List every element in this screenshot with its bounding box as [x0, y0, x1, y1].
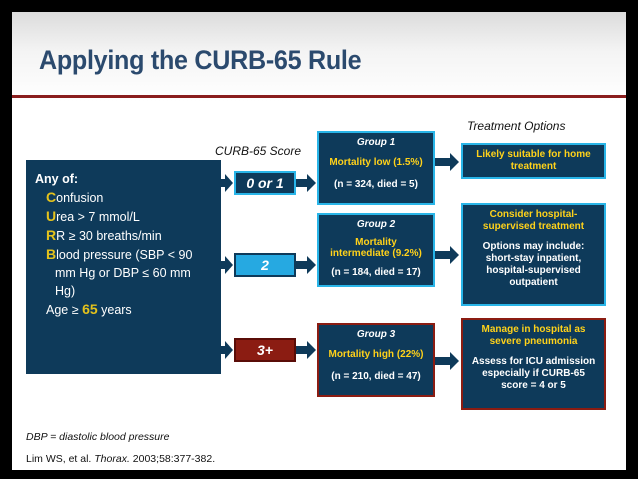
treatment-hospital-head2: severe pneumonia: [489, 336, 578, 347]
group-3-mortality: Mortality high (22%): [328, 349, 424, 360]
treatment-supervised-body4: outpatient: [509, 277, 558, 288]
arrow-criteria-to-score1: [221, 174, 233, 192]
group-1-box: Group 1 Mortality low (1.5%) (n = 324, d…: [317, 131, 435, 205]
treatment-home-line2: treatment: [510, 161, 557, 172]
arrow-score1-to-group1: [296, 174, 316, 192]
criterion-respiratory-rate: RR ≥ 30 breaths/min: [46, 227, 162, 243]
treatment-supervised-head2: supervised treatment: [482, 221, 585, 232]
criterion-blood-pressure-cont1: mm Hg or DBP ≤ 60 mm: [55, 266, 191, 280]
group-2-count: (n = 184, died = 17): [331, 267, 421, 278]
treatment-home-box: Likely suitable for home treatment: [461, 143, 606, 179]
treatment-supervised-box: Consider hospital- supervised treatment …: [461, 203, 606, 306]
score-column-header: CURB-65 Score: [215, 144, 302, 158]
group-1-count: (n = 324, died = 5): [334, 179, 418, 190]
arrow-score3-to-group3: [296, 341, 316, 359]
arrow-criteria-to-score3: [221, 341, 233, 359]
score-box-2: 2: [234, 253, 296, 277]
footnote: DBP = diastolic blood pressure: [26, 431, 170, 443]
treatment-hospital-box: Manage in hospital as severe pneumonia A…: [461, 318, 606, 410]
treatment-hospital-body2: especially if CURB-65: [482, 368, 585, 379]
treatment-home-line1: Likely suitable for home: [476, 149, 591, 160]
slide: Applying the CURB-65 Rule CURB-65 Score …: [12, 12, 626, 470]
arrow-score2-to-group2: [296, 256, 316, 274]
treatment-supervised-body1: Options may include:: [482, 241, 585, 252]
treatment-column-header: Treatment Options: [467, 119, 566, 133]
criterion-urea: Urea > 7 mmol/L: [46, 208, 140, 224]
group-3-count: (n = 210, died = 47): [331, 371, 421, 382]
slide-title: Applying the CURB-65 Rule: [39, 45, 362, 75]
title-divider: [12, 95, 626, 98]
score-box-3-plus: 3+: [234, 338, 296, 362]
treatment-hospital-head1: Manage in hospital as: [481, 324, 586, 335]
group-1-mortality: Mortality low (1.5%): [329, 157, 423, 168]
criteria-heading: Any of:: [35, 172, 79, 186]
group-2-title: Group 2: [356, 219, 396, 230]
treatment-hospital-body1: Assess for ICU admission: [471, 356, 596, 367]
arrow-group1-to-treatment1: [435, 153, 459, 171]
treatment-hospital-body3: score = 4 or 5: [501, 380, 566, 391]
criteria-box: Any of: Confusion Urea > 7 mmol/L RR ≥ 3…: [26, 160, 221, 374]
treatment-supervised-head1: Consider hospital-: [489, 209, 578, 220]
criterion-blood-pressure-cont2: Hg): [55, 284, 76, 298]
group-3-box: Group 3 Mortality high (22%) (n = 210, d…: [317, 323, 435, 397]
arrow-group2-to-treatment2: [435, 246, 459, 264]
group-2-box: Group 2 Mortality intermediate (9.2%) (n…: [317, 213, 435, 287]
arrow-group3-to-treatment3: [435, 352, 459, 370]
group-2-mortality-line1: Mortality: [355, 237, 397, 248]
group-3-title: Group 3: [356, 329, 396, 340]
criterion-blood-pressure: Blood pressure (SBP < 90: [46, 246, 193, 262]
citation: Lim WS, et al. Thorax. 2003;58:377-382.: [26, 453, 216, 465]
criterion-confusion: Confusion: [46, 189, 104, 205]
treatment-supervised-body3: hospital-supervised: [486, 265, 581, 276]
group-2-mortality-line2: intermediate (9.2%): [330, 248, 422, 259]
arrow-criteria-to-score2: [221, 256, 233, 274]
treatment-supervised-body2: short-stay inpatient,: [485, 253, 582, 264]
score-box-0-1: 0 or 1: [234, 171, 296, 195]
group-1-title: Group 1: [356, 137, 396, 148]
criterion-age: Age ≥ 65 years: [46, 301, 132, 317]
